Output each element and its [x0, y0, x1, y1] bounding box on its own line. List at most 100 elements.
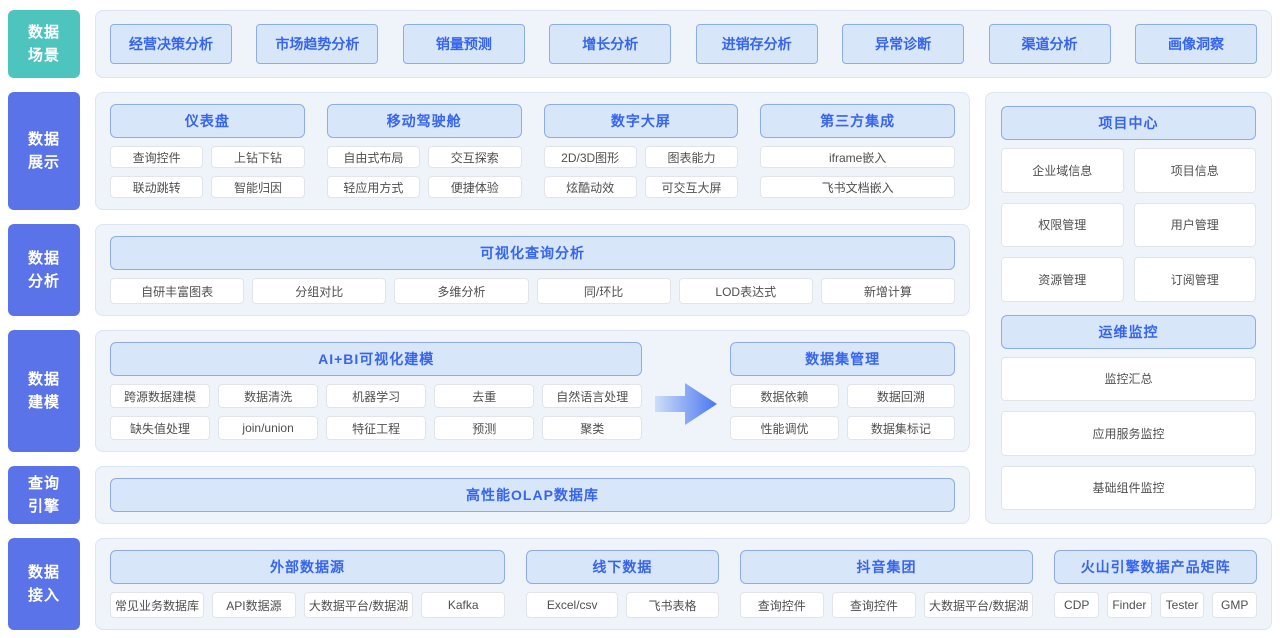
- scenario-row: 数据 场景 经营决策分析 市场趋势分析 销量预测 增长分析 进销存分析 异常诊断…: [8, 10, 1272, 78]
- feature-card[interactable]: 项目信息: [1133, 148, 1256, 193]
- group-third-party: 第三方集成 iframe嵌入 飞书文档嵌入: [760, 104, 955, 198]
- engine-panel: 高性能OLAP数据库: [95, 466, 970, 524]
- group-header[interactable]: 线下数据: [526, 550, 719, 584]
- group-header[interactable]: 仪表盘: [110, 104, 305, 138]
- feature-card[interactable]: 基础组件监控: [1001, 465, 1256, 510]
- feature-card[interactable]: 飞书表格: [626, 592, 719, 618]
- feature-card[interactable]: Kafka: [421, 592, 506, 618]
- group-items: 自研丰富图表 分组对比 多维分析 同/环比 LOD表达式 新增计算: [110, 278, 955, 304]
- group-header[interactable]: 数字大屏: [543, 104, 739, 138]
- feature-card[interactable]: 同/环比: [536, 278, 671, 304]
- group-header[interactable]: 移动驾驶舱: [326, 104, 522, 138]
- feature-card[interactable]: 数据清洗: [218, 384, 319, 408]
- feature-card[interactable]: 订阅管理: [1133, 257, 1256, 302]
- feature-card[interactable]: 权限管理: [1001, 202, 1124, 247]
- feature-card[interactable]: GMP: [1212, 592, 1257, 618]
- feature-card[interactable]: 炫酷动效: [543, 176, 637, 198]
- feature-card[interactable]: 查询控件: [110, 146, 204, 168]
- group-visual-query: 可视化查询分析 自研丰富图表 分组对比 多维分析 同/环比 LOD表达式 新增计…: [110, 236, 955, 304]
- feature-card[interactable]: 应用服务监控: [1001, 411, 1256, 456]
- feature-card[interactable]: 交互探索: [428, 146, 522, 168]
- feature-card[interactable]: join/union: [218, 416, 319, 440]
- feature-card[interactable]: 性能调优: [730, 416, 839, 440]
- group-items: 查询控件 查询控件 大数据平台/数据湖: [739, 592, 1034, 618]
- scenario-button[interactable]: 经营决策分析: [110, 24, 232, 64]
- scenario-button[interactable]: 异常诊断: [842, 24, 965, 64]
- feature-card[interactable]: 数据回溯: [846, 384, 955, 408]
- group-header[interactable]: AI+BI可视化建模: [110, 342, 643, 376]
- feature-card[interactable]: 自由式布局: [326, 146, 421, 168]
- group-items: Excel/csv 飞书表格: [526, 592, 719, 618]
- display-panel: 仪表盘 查询控件 上钻下钻 联动跳转 智能归因 移动驾驶舱 自由式布局 交互探索…: [95, 92, 970, 210]
- feature-card[interactable]: 上钻下钻: [211, 146, 305, 168]
- scenario-button[interactable]: 进销存分析: [695, 24, 818, 64]
- feature-card[interactable]: 查询控件: [739, 592, 824, 618]
- feature-card[interactable]: 聚类: [542, 416, 643, 440]
- group-volcano-matrix: 火山引擎数据产品矩阵 CDP Finder Tester GMP: [1054, 550, 1257, 618]
- group-items: 数据依赖 数据回溯 性能调优 数据集标记: [730, 384, 955, 440]
- scenario-button[interactable]: 渠道分析: [988, 24, 1111, 64]
- feature-card[interactable]: 缺失值处理: [110, 416, 211, 440]
- group-header[interactable]: 外部数据源: [110, 550, 506, 584]
- scenario-button[interactable]: 销量预测: [402, 24, 525, 64]
- group-header[interactable]: 第三方集成: [760, 104, 955, 138]
- group-header[interactable]: 抖音集团: [739, 550, 1034, 584]
- sidebar-item-modeling: 数据 建模: [8, 330, 80, 452]
- feature-card[interactable]: 飞书文档嵌入: [760, 176, 955, 198]
- feature-card[interactable]: 数据依赖: [730, 384, 839, 408]
- scenario-panel: 经营决策分析 市场趋势分析 销量预测 增长分析 进销存分析 异常诊断 渠道分析 …: [95, 10, 1272, 78]
- feature-card[interactable]: 轻应用方式: [326, 176, 421, 198]
- scenario-button[interactable]: 画像洞察: [1134, 24, 1257, 64]
- olap-db-header[interactable]: 高性能OLAP数据库: [110, 478, 955, 512]
- feature-card[interactable]: 跨源数据建模: [110, 384, 211, 408]
- feature-card[interactable]: Finder: [1107, 592, 1152, 618]
- feature-card[interactable]: iframe嵌入: [760, 146, 955, 168]
- feature-card[interactable]: 可交互大屏: [644, 176, 739, 198]
- feature-card[interactable]: 便捷体验: [428, 176, 522, 198]
- feature-card[interactable]: Tester: [1159, 592, 1205, 618]
- sidebar-item-access: 数据 接入: [8, 538, 80, 630]
- feature-card[interactable]: 机器学习: [326, 384, 427, 408]
- feature-card[interactable]: 2D/3D图形: [543, 146, 637, 168]
- feature-card[interactable]: 预测: [434, 416, 535, 440]
- feature-card[interactable]: 新增计算: [820, 278, 955, 304]
- feature-card[interactable]: 数据集标记: [846, 416, 955, 440]
- group-header[interactable]: 运维监控: [1001, 314, 1256, 349]
- scenario-button[interactable]: 市场趋势分析: [256, 24, 379, 64]
- feature-card[interactable]: 特征工程: [326, 416, 427, 440]
- engine-row: 查询 引擎 高性能OLAP数据库: [8, 466, 970, 524]
- feature-card[interactable]: 查询控件: [831, 592, 917, 618]
- feature-card[interactable]: 自研丰富图表: [110, 278, 245, 304]
- feature-card[interactable]: 大数据平台/数据湖: [303, 592, 414, 618]
- feature-card[interactable]: 用户管理: [1133, 202, 1256, 247]
- group-header[interactable]: 项目中心: [1001, 106, 1256, 140]
- feature-card[interactable]: CDP: [1054, 592, 1100, 618]
- feature-card[interactable]: 大数据平台/数据湖: [924, 592, 1034, 618]
- group-header[interactable]: 可视化查询分析: [110, 236, 955, 270]
- analysis-row: 数据 分析 可视化查询分析 自研丰富图表 分组对比 多维分析 同/环比 LOD表…: [8, 224, 970, 316]
- feature-card[interactable]: 智能归因: [211, 176, 305, 198]
- group-items: 自由式布局 交互探索 轻应用方式 便捷体验: [326, 146, 522, 198]
- group-header[interactable]: 火山引擎数据产品矩阵: [1054, 550, 1257, 584]
- feature-card[interactable]: LOD表达式: [678, 278, 813, 304]
- feature-card[interactable]: API数据源: [212, 592, 296, 618]
- feature-card[interactable]: 去重: [434, 384, 535, 408]
- feature-card[interactable]: 多维分析: [394, 278, 529, 304]
- feature-card[interactable]: 图表能力: [644, 146, 739, 168]
- group-mobile-cockpit: 移动驾驶舱 自由式布局 交互探索 轻应用方式 便捷体验: [326, 104, 522, 198]
- feature-card[interactable]: 自然语言处理: [542, 384, 643, 408]
- group-items: 常见业务数据库 API数据源 大数据平台/数据湖 Kafka: [110, 592, 506, 618]
- group-header[interactable]: 数据集管理: [730, 342, 955, 376]
- feature-card[interactable]: 资源管理: [1001, 257, 1124, 302]
- scenario-button[interactable]: 增长分析: [549, 24, 672, 64]
- group-ops-monitoring: 运维监控 监控汇总 应用服务监控 基础组件监控: [1001, 314, 1256, 510]
- feature-card[interactable]: 联动跳转: [110, 176, 204, 198]
- feature-card[interactable]: 监控汇总: [1001, 356, 1256, 401]
- group-dataset-mgmt: 数据集管理 数据依赖 数据回溯 性能调优 数据集标记: [730, 342, 955, 440]
- feature-card[interactable]: 常见业务数据库: [110, 592, 205, 618]
- feature-card[interactable]: 分组对比: [252, 278, 387, 304]
- group-items: 监控汇总 应用服务监控 基础组件监控: [1001, 356, 1256, 510]
- feature-card[interactable]: Excel/csv: [526, 592, 619, 618]
- feature-card[interactable]: 企业域信息: [1001, 148, 1124, 193]
